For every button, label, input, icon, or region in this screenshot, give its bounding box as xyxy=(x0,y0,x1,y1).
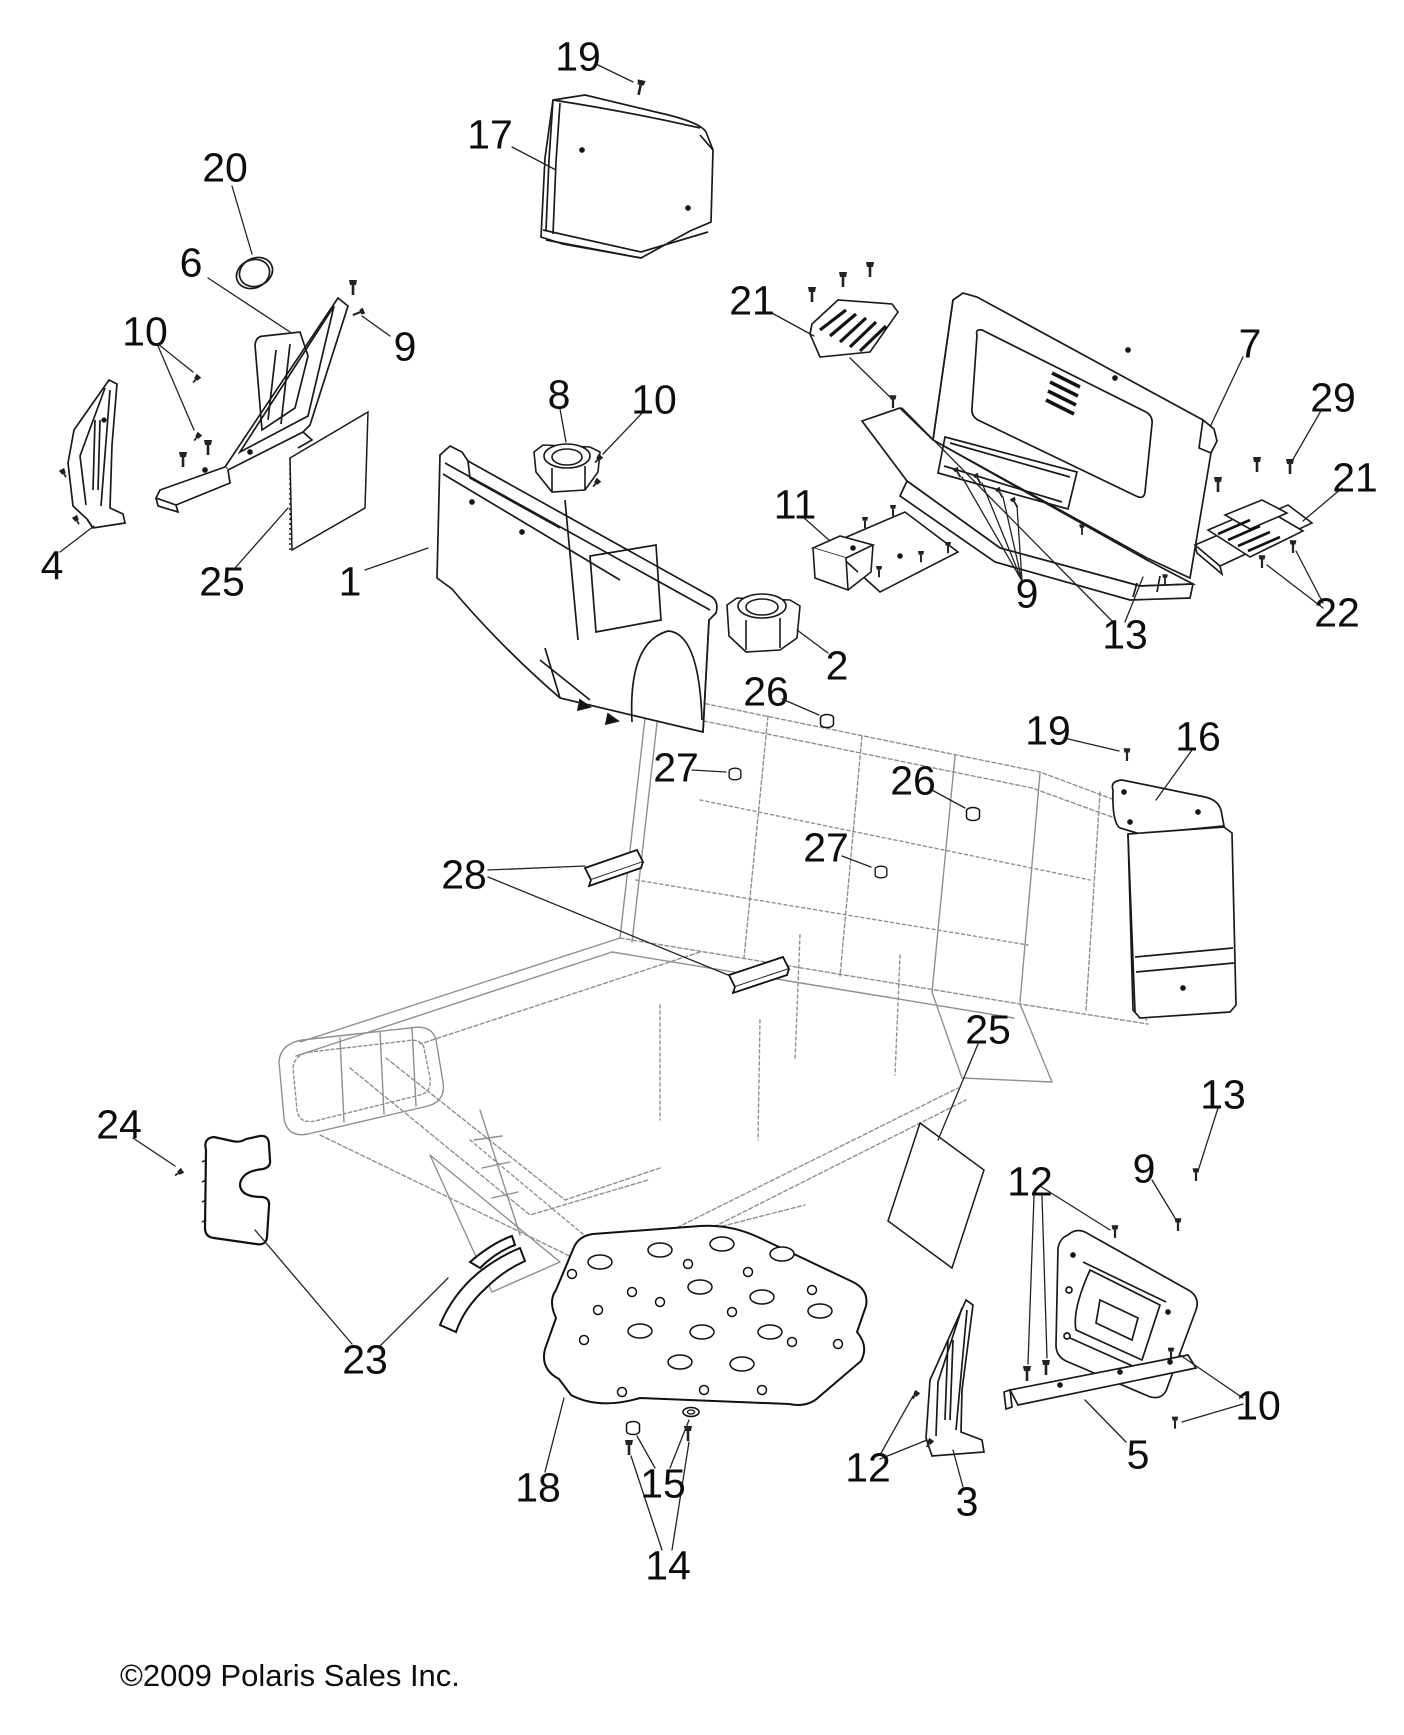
callout-15: 15 xyxy=(640,1460,686,1507)
callout-10: 10 xyxy=(631,376,677,423)
callout-26: 26 xyxy=(743,668,789,715)
callout-17: 17 xyxy=(467,111,513,158)
callout-11: 11 xyxy=(773,481,817,528)
callout-7: 7 xyxy=(1238,320,1262,367)
callout-25: 25 xyxy=(199,558,245,605)
callout-21: 21 xyxy=(729,277,775,324)
part-17-panel xyxy=(540,94,714,259)
frame-chassis xyxy=(278,691,1156,1293)
callout-10: 10 xyxy=(122,308,168,355)
part-7-rear-panel xyxy=(860,292,1218,601)
callout-26: 26 xyxy=(890,757,936,804)
part-1-panel xyxy=(436,444,718,734)
callout-24: 24 xyxy=(96,1101,142,1148)
callout-18: 18 xyxy=(515,1464,561,1511)
callout-28: 28 xyxy=(441,851,487,898)
callout-10: 10 xyxy=(1235,1382,1281,1429)
copyright-text: ©2009 Polaris Sales Inc. xyxy=(120,1658,460,1693)
callout-2: 2 xyxy=(825,642,849,689)
part-21-22-tread-plate xyxy=(1193,499,1314,577)
part-11-bracket xyxy=(810,511,960,593)
callout-19: 19 xyxy=(1025,707,1071,754)
callout-9: 9 xyxy=(1015,570,1039,617)
callout-29: 29 xyxy=(1310,374,1356,421)
part-28-pads xyxy=(583,848,791,995)
part-3-pillar xyxy=(925,1298,985,1457)
part-25-sheet-upper xyxy=(289,410,369,552)
leader-lines xyxy=(59,63,1343,1551)
callout-8: 8 xyxy=(547,371,571,418)
callout-23: 23 xyxy=(342,1336,388,1383)
callout-12: 12 xyxy=(1007,1158,1053,1205)
callout-1: 1 xyxy=(338,558,362,605)
part-16-panel xyxy=(1111,779,1237,1019)
callout-20: 20 xyxy=(202,144,248,191)
callout-3: 3 xyxy=(955,1478,979,1525)
callout-25: 25 xyxy=(965,1006,1011,1053)
callout-9: 9 xyxy=(393,323,417,370)
part-21-grille-upper xyxy=(809,299,899,358)
callout-6: 6 xyxy=(179,239,203,286)
part-2-cupholder xyxy=(726,593,801,653)
part-23-bracket xyxy=(438,1234,527,1334)
part-18-skid-plate xyxy=(543,1224,868,1406)
part-5-panel xyxy=(1003,1229,1198,1411)
part-23-shield xyxy=(201,1134,272,1246)
callout-27: 27 xyxy=(653,744,699,791)
part-4-pillar xyxy=(67,378,127,529)
part-25-sheet-lower xyxy=(887,1121,985,1270)
callout-16: 16 xyxy=(1175,713,1221,760)
part-8-cupholder xyxy=(533,443,601,493)
callout-5: 5 xyxy=(1126,1431,1150,1478)
part-6-frame xyxy=(154,296,349,514)
callout-13: 13 xyxy=(1102,611,1148,658)
part-20-cap xyxy=(235,256,274,290)
callout-21: 21 xyxy=(1332,454,1378,501)
callout-22: 22 xyxy=(1314,589,1360,636)
callout-13: 13 xyxy=(1200,1071,1246,1118)
callout-9: 9 xyxy=(1132,1145,1156,1192)
callout-27: 27 xyxy=(803,824,849,871)
callout-12: 12 xyxy=(845,1444,891,1491)
callout-4: 4 xyxy=(40,542,64,589)
callout-19: 19 xyxy=(555,33,601,80)
callout-14: 14 xyxy=(645,1542,691,1589)
